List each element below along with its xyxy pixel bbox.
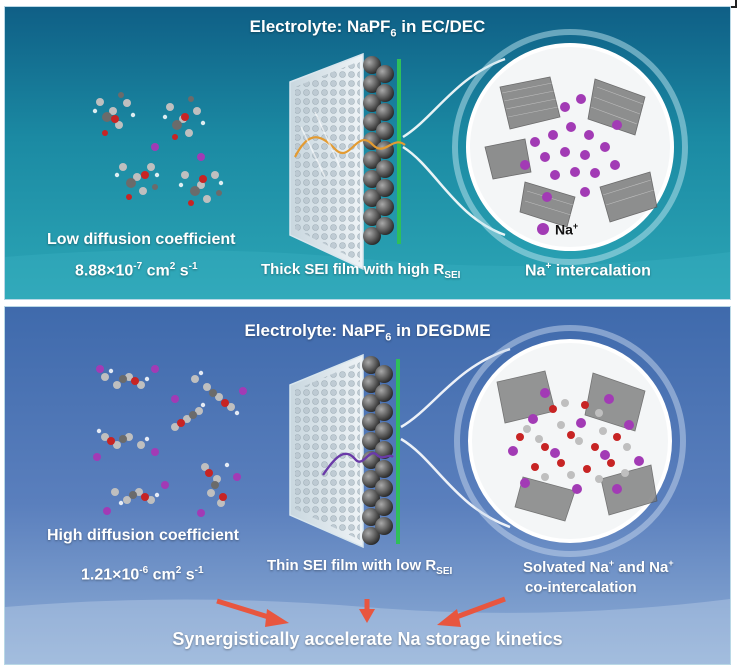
low-diffusion-caption: Low diffusion coefficient — [47, 231, 236, 248]
bottom-panel: Electrolyte: NaPF6 in DEGDME High diffus… — [4, 306, 731, 665]
arrow-right — [450, 596, 506, 622]
value-unit-exponent: 2 — [169, 261, 176, 272]
sei-trace-bottom — [322, 452, 394, 476]
diffusion-value-bottom: 1.21×10-6 cm2 s-1 — [81, 565, 204, 584]
thin-sei-text: Thin SEI film with low R — [267, 557, 437, 574]
title-suffix-bottom: in DEGDME — [391, 321, 491, 340]
legend-na: Na — [555, 221, 573, 238]
solvated-na-sup: + — [608, 558, 615, 568]
value-unit2-exponent: -1 — [188, 261, 198, 272]
water-wave — [5, 249, 730, 299]
arrows-to-conclusion — [216, 596, 506, 627]
electrode-top — [289, 52, 406, 271]
conclusion-text: Synergistically accelerate Na storage ki… — [172, 629, 563, 649]
molecule-cluster-top — [92, 92, 224, 206]
value-unit-bottom: cm — [148, 566, 176, 584]
top-panel: Electrolyte: NaPF6 in EC/DEC Low diffusi… — [4, 6, 731, 300]
title-sub: 6 — [390, 27, 397, 40]
solvated-na: Solvated Na — [523, 559, 609, 576]
diffusion-value-top: 8.88×10-7 cm2 s-1 — [75, 261, 198, 280]
intercalation-caption: Na+ intercalation — [525, 261, 651, 280]
electrode-bottom — [289, 353, 400, 549]
legend-sup: + — [572, 221, 579, 231]
water-wave-bottom — [5, 599, 730, 664]
and-na-sup: + — [668, 558, 674, 568]
zoom-line-lower-bottom — [400, 437, 511, 529]
intercalation-tail: intercalation — [551, 262, 651, 280]
arrow-right-head — [437, 609, 461, 627]
arrow-left-head — [265, 609, 289, 627]
sodium-legend-icon — [537, 223, 549, 235]
sodium-legend-label: Na+ — [555, 221, 578, 238]
thick-sei-caption: Thick SEI film with high RSEI — [261, 261, 460, 281]
title-sub-bottom: 6 — [385, 331, 392, 344]
top-panel-title: Electrolyte: NaPF6 in EC/DEC — [5, 17, 730, 39]
value-exponent-bottom: -6 — [139, 565, 149, 576]
value-mantissa: 8.88×10 — [75, 262, 134, 280]
zoom-circle-top — [466, 43, 674, 251]
value-exponent: -7 — [133, 261, 143, 272]
title-prefix: Electrolyte: NaPF — [249, 17, 391, 36]
value-unit2-exponent-bottom: -1 — [194, 565, 204, 576]
top-panel-graphics — [5, 7, 730, 299]
value-unit2-bottom: s — [181, 566, 195, 584]
bottom-panel-title: Electrolyte: NaPF6 in DEGDME — [5, 321, 730, 343]
value-unit: cm — [142, 262, 170, 280]
thick-sei-text: Thick SEI film with high R — [261, 261, 445, 278]
molecule-chains-bottom — [93, 365, 247, 517]
title-suffix: in EC/DEC — [396, 17, 486, 36]
and-na: and Na — [614, 559, 669, 576]
thin-sei-caption: Thin SEI film with low RSEI — [267, 557, 452, 577]
co-intercalation-text: co-intercalation — [525, 579, 637, 596]
intercalation-na: Na — [525, 262, 546, 280]
sei-trace-top — [294, 136, 406, 158]
co-intercalation-caption: Solvated Na+ and Na+co-intercalation — [523, 553, 674, 598]
thick-sei-sub: SEI — [444, 270, 461, 281]
arrow-left — [216, 598, 276, 622]
intercalation-sup: + — [545, 261, 552, 272]
value-mantissa-bottom: 1.21×10 — [81, 566, 140, 584]
arrow-middle-head — [359, 609, 375, 623]
zoom-circle-bottom — [468, 339, 672, 543]
value-unit2: s — [175, 262, 189, 280]
bottom-panel-graphics — [5, 307, 730, 664]
thin-sei-sub: SEI — [436, 566, 453, 577]
value-unit-exponent-bottom: 2 — [175, 565, 182, 576]
high-diffusion-caption: High diffusion coefficient — [47, 527, 239, 544]
title-prefix-bottom: Electrolyte: NaPF — [244, 321, 386, 340]
